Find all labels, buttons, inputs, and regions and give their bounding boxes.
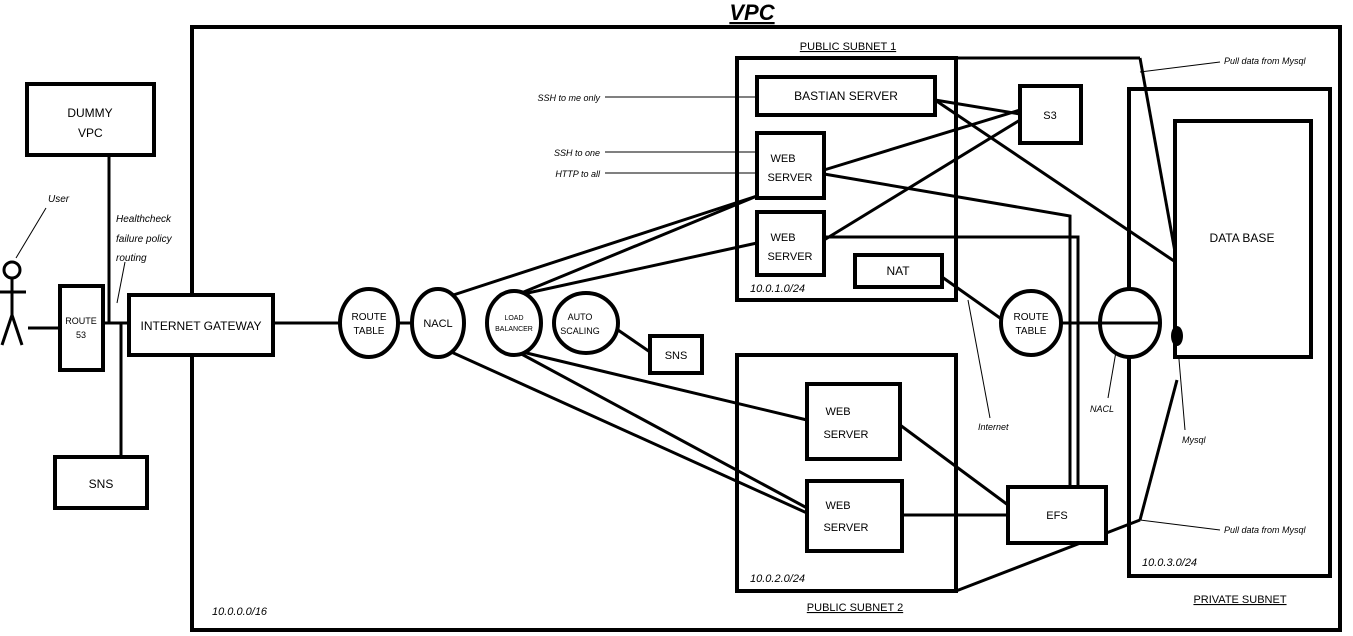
efs-box: [1006, 485, 1108, 545]
web-server-d-label-line1: WEB: [825, 500, 850, 512]
dummy-vpc-box: [25, 82, 156, 157]
nat-box: [853, 253, 944, 289]
pull-data-top-label: Pull data from Mysql: [1224, 56, 1307, 66]
public-subnet-1: [735, 56, 958, 302]
web-server-b-label-line2: SERVER: [767, 251, 812, 263]
connection-lines: [28, 56, 1179, 593]
public-subnet-2-title: PUBLIC SUBNET 2: [807, 602, 903, 614]
annotation-leaders: [15, 61, 1221, 531]
load-balancer-label-line2: BALANCER: [495, 326, 533, 333]
web-server-a-label-line2: SERVER: [767, 172, 812, 184]
internet-label: Internet: [978, 422, 1009, 432]
ssh-one-label: SSH to one: [554, 148, 600, 158]
dummy-vpc-label-line2: VPC: [78, 126, 103, 140]
efs-label: EFS: [1046, 510, 1067, 522]
public-subnet-2-cidr: 10.0.2.0/24: [750, 573, 805, 585]
public-subnet-1-title: PUBLIC SUBNET 1: [800, 41, 896, 53]
web-server-c-label-line1: WEB: [825, 406, 850, 418]
sns-inside-box: [648, 334, 704, 375]
auto-scaling-label-line1: AUTO: [568, 312, 593, 322]
route-table-left-label-line1: ROUTE: [352, 312, 387, 323]
auto-scaling-ellipse: [552, 291, 620, 355]
load-balancer-label-line1: LOAD: [504, 315, 523, 322]
s3-label: S3: [1043, 110, 1056, 122]
route-table-left-label-line2: TABLE: [354, 326, 385, 337]
public-subnet-1-cidr: 10.0.1.0/24: [750, 283, 805, 295]
pull-data-bottom-label: Pull data from Mysql: [1224, 525, 1307, 535]
ssh-me-only-label: SSH to me only: [537, 93, 600, 103]
web-server-a-box: [755, 131, 826, 200]
sns-outside-label: SNS: [89, 477, 114, 491]
healthcheck-label-line1: Healthcheck: [116, 214, 172, 225]
web-server-b-box: [755, 210, 826, 277]
web-server-c-label-line2: SERVER: [823, 429, 868, 441]
web-server-a-label-line1: WEB: [770, 153, 795, 165]
nacl-left-ellipse: [410, 287, 466, 359]
load-balancer-ellipse: [485, 289, 543, 357]
mysql-label: Mysql: [1182, 435, 1207, 445]
s3-box: [1018, 84, 1083, 145]
database-label: DATA BASE: [1210, 231, 1275, 245]
route53-label-line2: 53: [76, 330, 86, 340]
private-subnet-cidr: 10.0.3.0/24: [1142, 557, 1197, 569]
public-subnet-2: [735, 353, 958, 593]
internet-gateway-box: [127, 293, 275, 357]
route-table-right-ellipse: [999, 289, 1063, 357]
dummy-vpc-label-line1: DUMMY: [67, 106, 112, 120]
bastian-server-label: BASTIAN SERVER: [794, 89, 898, 103]
sns-inside-label: SNS: [665, 350, 688, 362]
web-server-c-box: [805, 382, 902, 461]
database-box: [1173, 119, 1313, 359]
mysql-port-dot: [1171, 326, 1183, 346]
nat-label: NAT: [886, 264, 910, 278]
user-label: User: [48, 194, 70, 205]
auto-scaling-label-line2: SCALING: [560, 326, 600, 336]
internet-gateway-label: INTERNET GATEWAY: [141, 319, 262, 333]
route53-label-line1: ROUTE: [65, 316, 97, 326]
web-server-d-box: [805, 479, 904, 553]
healthcheck-label-line3: routing: [116, 253, 147, 264]
healthcheck-label-line2: failure policy: [116, 234, 173, 245]
sns-outside-box: [53, 455, 149, 510]
route-table-left-ellipse: [338, 287, 400, 359]
nacl-right-label: NACL: [1090, 404, 1114, 414]
node-boxes: [25, 75, 1313, 553]
web-server-d-label-line2: SERVER: [823, 522, 868, 534]
bastian-server-box: [755, 75, 937, 117]
node-ellipses: [338, 287, 1162, 359]
user-icon: [0, 260, 26, 346]
route53-box: [58, 284, 105, 372]
nacl-left-label: NACL: [423, 318, 452, 330]
route-table-right-label-line2: TABLE: [1016, 326, 1047, 337]
vpc-cidr: 10.0.0.0/16: [212, 606, 268, 618]
private-subnet-title: PRIVATE SUBNET: [1193, 594, 1286, 606]
diagram-title: VPC: [729, 0, 775, 25]
web-server-b-label-line1: WEB: [770, 232, 795, 244]
route-table-right-label-line1: ROUTE: [1014, 312, 1049, 323]
http-all-label: HTTP to all: [555, 169, 601, 179]
